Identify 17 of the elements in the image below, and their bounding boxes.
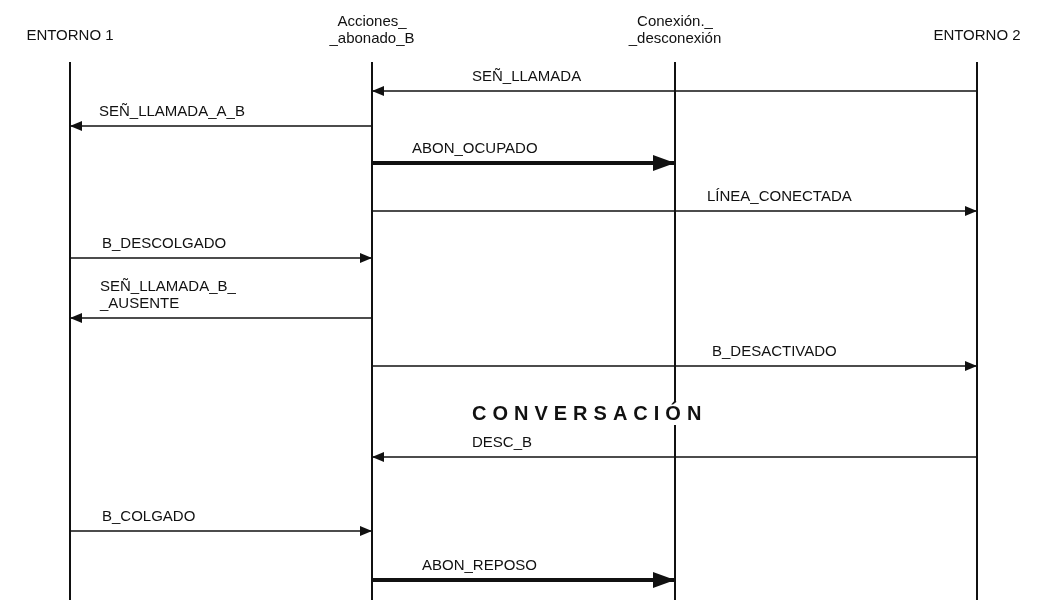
participant-label: ENTORNO 1 [25, 26, 115, 43]
arrow [69, 313, 373, 323]
arrow [371, 452, 978, 462]
arrow [69, 121, 373, 131]
participant-label: ENTORNO 2 [932, 26, 1022, 43]
arrow [69, 526, 373, 536]
arrow [371, 86, 978, 96]
participant-label: Acciones_ _abonado_B [328, 12, 416, 46]
arrow [371, 206, 978, 216]
arrow [372, 155, 675, 171]
arrow [69, 253, 373, 263]
participant-label: Conexión._ _desconexión [627, 12, 723, 46]
edge-label: SEÑ_LLAMADA_A_B [97, 102, 247, 119]
arrow [372, 572, 675, 588]
arrow [371, 361, 978, 371]
edge-label: LÍNEA_CONECTADA [705, 187, 854, 204]
edge-label: SEÑ_LLAMADA [470, 67, 584, 84]
